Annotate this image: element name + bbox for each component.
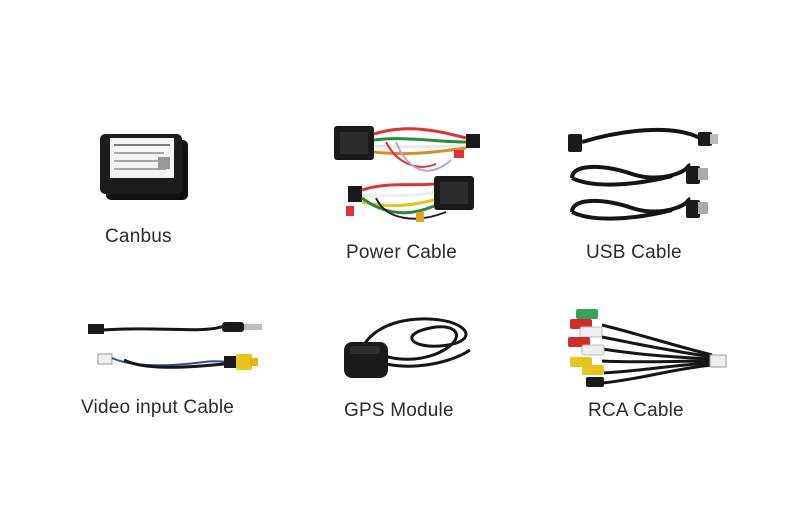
- usb-cable-label: USB Cable: [586, 242, 682, 263]
- power-cable-image: [334, 126, 480, 222]
- gps-module-image: [344, 317, 471, 378]
- power-cable-label: Power Cable: [346, 242, 457, 263]
- gps-module-label: GPS Module: [344, 400, 454, 421]
- rca-cable-image: [568, 309, 727, 387]
- canbus-box-image: [100, 134, 188, 200]
- canbus-label: Canbus: [105, 226, 172, 247]
- video-input-cable-label: Video input Cable: [81, 397, 235, 418]
- rca-cable-label: RCA Cable: [588, 400, 684, 421]
- video-input-cable-image: [88, 322, 262, 370]
- usb-cable-image: [568, 127, 718, 221]
